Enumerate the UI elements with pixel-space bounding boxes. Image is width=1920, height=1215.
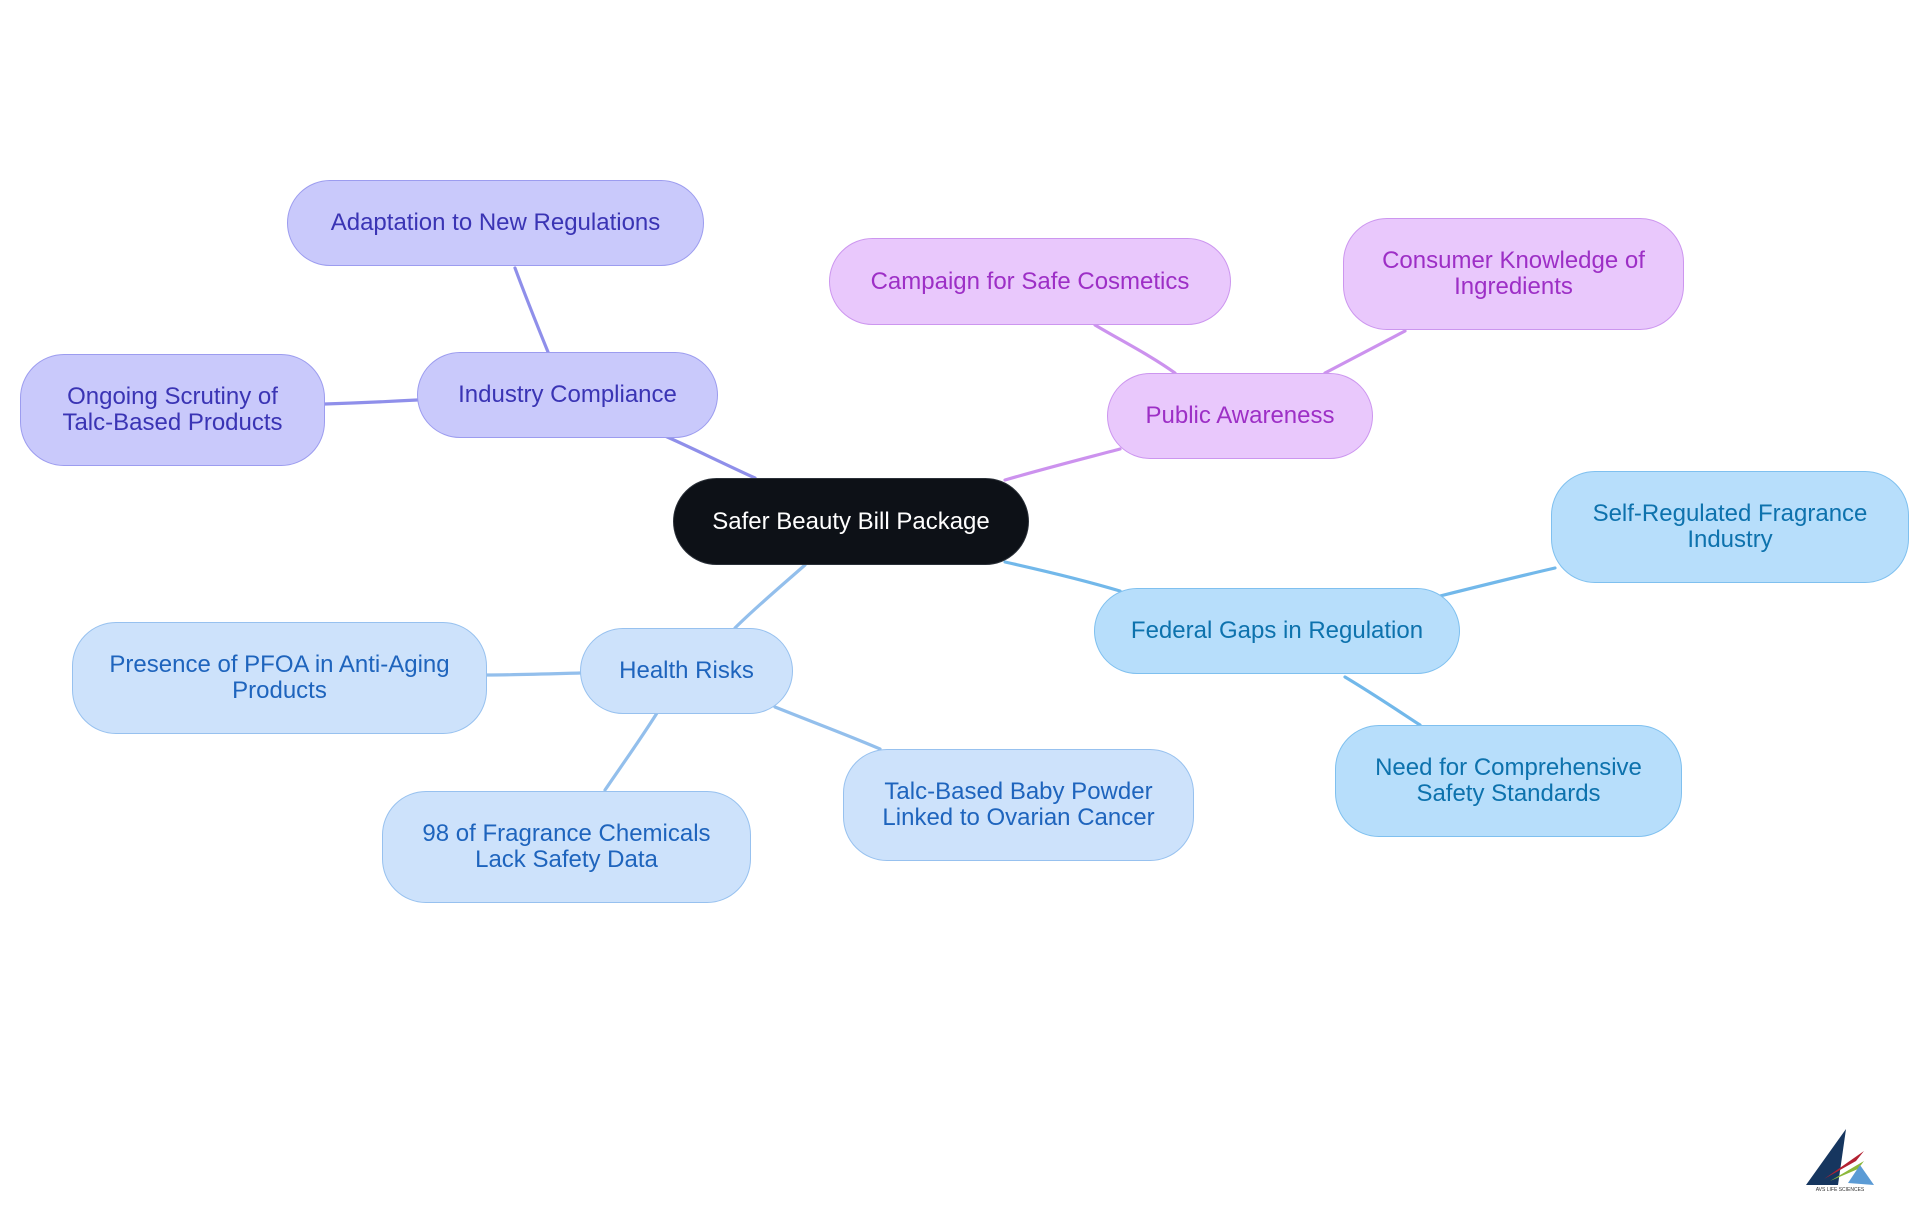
node-label: Talc-Based Baby Powder Linked to Ovarian… <box>882 778 1155 831</box>
node-ongoing-scrutiny-of-talc[interactable]: Ongoing Scrutiny of Talc-Based Products <box>20 354 325 466</box>
node-fragrance-chemicals-lack-safety-data[interactable]: 98 of Fragrance Chemicals Lack Safety Da… <box>382 791 751 903</box>
node-label: Industry Compliance <box>458 381 677 408</box>
node-label: Ongoing Scrutiny of Talc-Based Products <box>62 383 283 436</box>
node-campaign-for-safe-cosmetics[interactable]: Campaign for Safe Cosmetics <box>829 238 1231 325</box>
edge-federal-standards <box>1343 675 1422 727</box>
edge-root-awareness <box>1003 447 1122 482</box>
node-label: Federal Gaps in Regulation <box>1130 617 1424 644</box>
edge-root-compliance <box>663 434 757 480</box>
node-label: Need for Comprehensive Safety Standards <box>1375 754 1642 807</box>
node-self-regulated-fragrance-industry[interactable]: Self-Regulated Fragrance Industry <box>1551 471 1909 583</box>
node-label: Adaptation to New Regulations <box>330 209 661 236</box>
edge-root-federal <box>1003 560 1122 593</box>
avs-life-sciences-logo-icon: AVS LIFE SCIENCES <box>1800 1125 1880 1195</box>
node-health-risks[interactable]: Health Risks <box>580 628 793 714</box>
node-public-awareness[interactable]: Public Awareness <box>1107 373 1373 459</box>
node-federal-gaps-in-regulation[interactable]: Federal Gaps in Regulation <box>1094 588 1460 674</box>
node-consumer-knowledge-of-ingredients[interactable]: Consumer Knowledge of Ingredients <box>1343 218 1684 330</box>
node-label: Presence of PFOA in Anti-Aging Products <box>109 651 450 704</box>
edge-awareness-consumer <box>1323 329 1407 375</box>
edge-root-health <box>733 563 807 630</box>
node-presence-of-pfoa[interactable]: Presence of PFOA in Anti-Aging Products <box>72 622 487 734</box>
node-label: Self-Regulated Fragrance Industry <box>1592 500 1868 553</box>
node-need-for-comprehensive-safety-standards[interactable]: Need for Comprehensive Safety Standards <box>1335 725 1682 837</box>
node-adaptation-to-new-regulations[interactable]: Adaptation to New Regulations <box>287 180 704 266</box>
node-label: Campaign for Safe Cosmetics <box>870 267 1190 295</box>
edge-health-fragrance <box>603 711 659 792</box>
node-talc-based-baby-powder[interactable]: Talc-Based Baby Powder Linked to Ovarian… <box>843 749 1194 861</box>
node-safer-beauty-bill-package[interactable]: Safer Beauty Bill Package <box>673 478 1029 565</box>
node-industry-compliance[interactable]: Industry Compliance <box>417 352 718 438</box>
node-label: Consumer Knowledge of Ingredients <box>1382 247 1645 300</box>
node-label: 98 of Fragrance Chemicals Lack Safety Da… <box>422 820 711 873</box>
node-label: Health Risks <box>619 657 754 684</box>
edge-awareness-campaign <box>1093 323 1177 375</box>
node-label: Safer Beauty Bill Package <box>712 507 990 535</box>
edge-health-pfoa <box>485 671 582 677</box>
edge-compliance-adaptation <box>513 266 550 354</box>
logo-wordmark: AVS LIFE SCIENCES <box>1816 1187 1865 1193</box>
edge-federal-fragrance-industry <box>1438 566 1557 598</box>
edge-compliance-talc-scrutiny <box>323 398 419 406</box>
node-label: Public Awareness <box>1145 402 1335 429</box>
edge-health-talc-powder <box>773 705 882 751</box>
